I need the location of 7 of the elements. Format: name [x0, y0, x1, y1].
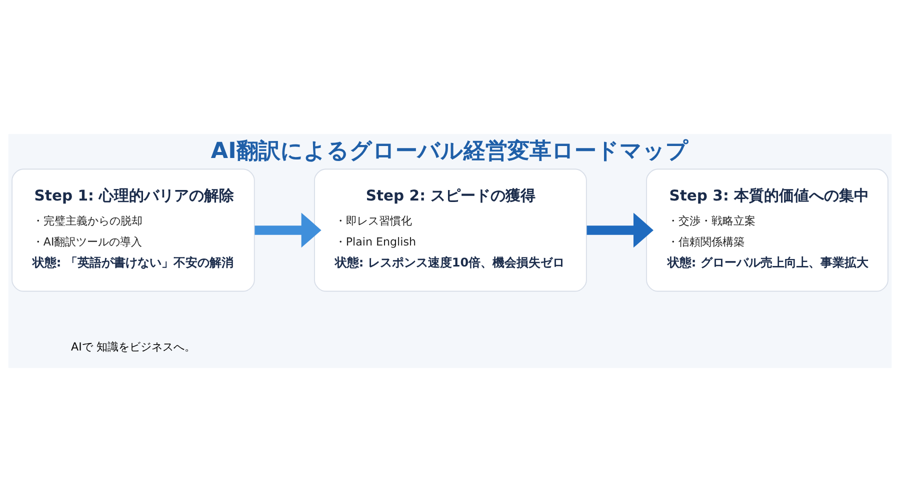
node-box: Step 2: スピードの獲得 ・即レス習慣化 ・Plain English 状態: レスポンス速度10倍、機会損失ゼロ [314, 168, 587, 292]
arrow [586, 212, 654, 248]
label: AIで 知識をビジネスへ。 [71, 340, 196, 354]
arrow [254, 212, 322, 248]
node-box: Step 1: 心理的バリアの解除 ・完璧主義からの脱却 ・AI翻訳ツールの導入 状態: 「英語が書けない」不安の解消 [12, 168, 255, 292]
diagram-title: AI翻訳によるグローバル経営変革ロードマップ [210, 138, 688, 164]
node-box: Step 3: 本質的価値への集中 ・交渉・戦略立案 ・信頼関係構築 状態: グローバル売上向上、事業拡大 [646, 168, 888, 292]
